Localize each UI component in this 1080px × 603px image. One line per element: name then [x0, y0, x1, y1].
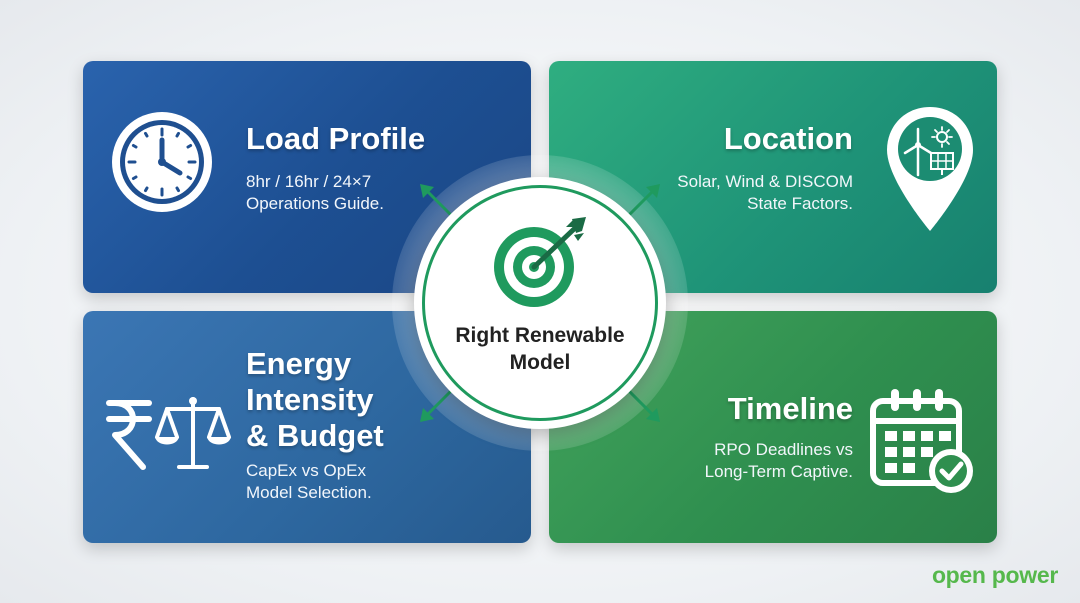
- energy-title-line3: & Budget: [246, 418, 384, 453]
- load-profile-desc-line1: 8hr / 16hr / 24×7: [246, 172, 372, 191]
- center-label-line2: Model: [509, 351, 571, 374]
- center-model-circle: Right Renewable Model: [414, 177, 666, 429]
- location-title: Location: [723, 121, 853, 156]
- energy-desc-line1: CapEx vs OpEx: [246, 461, 366, 480]
- load-profile-title: Load Profile: [246, 121, 426, 156]
- energy-title-line2: Intensity: [246, 382, 374, 417]
- timeline-description: RPO Deadlines vs Long-Term Captive.: [623, 439, 853, 483]
- load-profile-card: Load Profile 8hr / 16hr / 24×7 Operation…: [83, 61, 531, 293]
- center-ring: [422, 185, 658, 421]
- location-desc-line1: Solar, Wind & DISCOM: [677, 172, 853, 191]
- location-desc-line2: State Factors.: [747, 194, 853, 213]
- clock-icon: [112, 112, 212, 212]
- center-label-line1: Right Renewable: [455, 324, 625, 347]
- open-power-logo: open power: [931, 562, 1058, 588]
- arrow-to-load-profile: [420, 184, 454, 218]
- arrow-to-location: [626, 184, 660, 218]
- timeline-title: Timeline: [727, 391, 853, 426]
- calendar-check-icon: [870, 389, 973, 493]
- location-description: Solar, Wind & DISCOM State Factors.: [623, 171, 853, 215]
- energy-desc-line2: Model Selection.: [246, 483, 372, 502]
- timeline-desc-line1: RPO Deadlines vs: [714, 440, 853, 459]
- energy-title-line1: Energy: [246, 346, 352, 381]
- rupee-scale-icon: [106, 397, 231, 470]
- timeline-card: Timeline RPO Deadlines vs Long-Term Capt…: [549, 311, 997, 543]
- center-label: Right Renewable Model: [414, 322, 666, 376]
- load-profile-description: 8hr / 16hr / 24×7 Operations Guide.: [246, 171, 466, 215]
- target-arrow-icon: [494, 217, 586, 307]
- energy-intensity-budget-title: Energy Intensity & Budget: [246, 346, 446, 454]
- arrow-to-energy-budget: [420, 388, 454, 422]
- load-profile-desc-line2: Operations Guide.: [246, 194, 384, 213]
- arrow-to-timeline: [626, 388, 660, 422]
- map-pin-solar-wind-icon: [887, 107, 973, 231]
- timeline-desc-line2: Long-Term Captive.: [704, 462, 853, 481]
- energy-budget-description: CapEx vs OpEx Model Selection.: [246, 460, 446, 504]
